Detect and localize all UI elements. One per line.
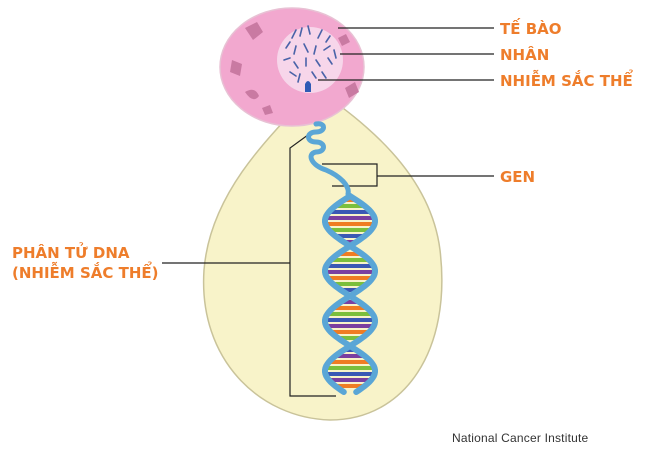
cell [219, 7, 365, 127]
label-cell: TẾ BÀO [500, 20, 562, 38]
nucleus [277, 27, 343, 93]
chromosome-mark [291, 29, 297, 39]
chromosome-mark [303, 43, 309, 53]
chromosome-mark [311, 71, 317, 79]
chromosome-mark [321, 71, 327, 79]
chromosome-mark [315, 59, 321, 67]
chromosome-mark [323, 45, 331, 51]
label-chromosome: NHIỄM SẮC THỂ [500, 72, 633, 90]
organelle [345, 82, 359, 98]
dna-strand-a [322, 193, 378, 395]
chromosome-cluster [283, 25, 337, 83]
organelle [245, 22, 263, 40]
chromosome-mark [297, 73, 301, 83]
chromosome-mark [313, 45, 317, 55]
gene-bracket [322, 163, 378, 187]
label-nucleus: NHÂN [500, 46, 550, 64]
label-dna-line1: PHÂN TỬ DNA [12, 244, 130, 262]
dna-bracket [289, 131, 336, 397]
dna-molecule [306, 121, 378, 395]
zoom-bubble [202, 87, 443, 421]
chromatin-coil [306, 121, 351, 197]
chromosome-mark [283, 57, 291, 61]
label-gene: GEN [500, 168, 536, 186]
organelle [230, 60, 242, 76]
chromosome-mark [333, 49, 337, 59]
chromosome-mark [325, 35, 331, 43]
organelle [262, 105, 273, 115]
credit-text: National Cancer Institute [452, 431, 589, 445]
organelle [338, 34, 350, 46]
chromosome-mark [293, 61, 299, 69]
chromosome-mark [293, 45, 297, 55]
organelle [245, 89, 259, 100]
chromosome-mark [327, 57, 333, 65]
chromosome-mark [285, 41, 291, 49]
label-dna-line2: (NHIỄM SẮC THỂ) [12, 264, 159, 282]
chromosome-mark [299, 27, 303, 37]
dna-strand-b [322, 193, 378, 395]
chromosome-mark [307, 25, 311, 35]
chromosome-mark [289, 71, 297, 77]
chromosome-highlight [305, 81, 311, 92]
label-dna-molecule: PHÂN TỬ DNA (NHIỄM SẮC THỂ) [12, 243, 158, 283]
chromosome-mark [317, 29, 323, 39]
leader-lines [162, 27, 494, 397]
